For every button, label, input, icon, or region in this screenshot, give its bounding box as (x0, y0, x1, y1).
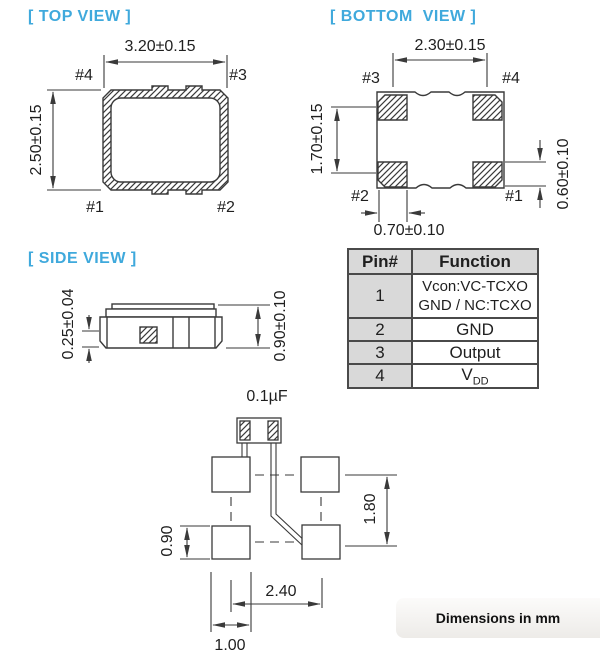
pin-number-cell: 3 (347, 340, 413, 365)
top-view-width-dimension: 3.20±0.15 (124, 38, 196, 55)
capacitor-value-label: 0.1µF (246, 388, 288, 405)
function-line-1: Vcon:VC-TCXO (422, 277, 528, 295)
top-view-pin2-label: #2 (217, 199, 235, 216)
bottom-view-pin3-label: #3 (362, 70, 380, 87)
side-view-plate (105, 308, 217, 318)
land-pad-top-right (300, 456, 340, 493)
top-view-height-dimension: 2.50±0.15 (28, 104, 45, 176)
vdd-main: V (461, 365, 473, 384)
function-cell: GND (411, 317, 539, 342)
pin-function-table: Pin# Function 1 Vcon:VC-TCXO GND / NC:TC… (347, 248, 539, 390)
table-row: 2 GND (347, 317, 539, 342)
pin-number-cell: 1 (347, 273, 413, 319)
top-view-drawing (47, 55, 229, 195)
bottom-view-height-dimension: 1.70±0.15 (309, 103, 326, 175)
side-view-title: [ SIDE VIEW ] (28, 250, 137, 267)
trace-to-pad1 (241, 443, 248, 458)
pad-pin2 (377, 161, 408, 188)
pin-number-header: Pin# (347, 248, 413, 275)
pad-pin1 (472, 161, 503, 188)
vdd-subscript: DD (472, 375, 489, 388)
land-pattern-drawing (180, 417, 397, 632)
capacitor-outline (236, 417, 282, 444)
side-view-height-dimension: 0.90±0.10 (272, 290, 289, 362)
bottom-view-drawing (331, 53, 546, 222)
function-cell: Output (411, 340, 539, 365)
side-view-lid (111, 303, 215, 310)
bottom-view-pin2-label: #2 (351, 188, 369, 205)
land-pad-bottom-right (301, 524, 341, 560)
pad-pin4 (472, 94, 503, 121)
land-pattern-row-pitch-dimension: 1.80 (362, 493, 379, 525)
table-row: 4 VDD (347, 362, 539, 390)
top-view-pin3-label: #3 (229, 67, 247, 84)
function-line-2: GND / NC:TCXO (418, 297, 532, 314)
side-view-body (99, 316, 223, 349)
land-pattern-centerlines (230, 474, 322, 543)
top-view-dimension-lines (47, 55, 228, 191)
bottom-view-pin1-label: #1 (505, 188, 523, 205)
bottom-view-width-dimension: 2.30±0.15 (414, 37, 486, 54)
top-view-title: [ TOP VIEW ] (28, 8, 132, 25)
capacitor-terminal-left (239, 420, 251, 441)
function-header: Function (411, 248, 539, 275)
land-pattern-col-pitch-dimension: 2.40 (265, 583, 297, 600)
side-view-crystal-hatch (139, 326, 158, 344)
trace-to-pad4 (270, 443, 308, 547)
bottom-view-pin4-label: #4 (502, 70, 520, 87)
function-cell: Vcon:VC-TCXO GND / NC:TCXO (411, 273, 539, 319)
function-cell: VDD (411, 362, 539, 390)
land-pad-top-left (211, 456, 251, 493)
bottom-view-package-outline (376, 91, 505, 189)
table-row: 3 Output (347, 340, 539, 365)
top-view-pin1-label: #1 (86, 199, 104, 216)
units-note-band: Dimensions in mm (396, 598, 600, 638)
bottom-view-pad-width-dimension: 0.70±0.10 (373, 222, 445, 239)
bottom-view-dimension-lines (331, 53, 546, 222)
land-pattern-pad-width-dimension: 1.00 (214, 637, 246, 654)
pin-number-cell: 4 (347, 362, 413, 390)
pad-pin3 (377, 94, 408, 121)
units-note: Dimensions in mm (435, 610, 561, 626)
bottom-view-pad-height-dimension: 0.60±0.10 (555, 138, 572, 210)
land-pattern-dimension-lines (180, 474, 397, 632)
land-pad-bottom-left (211, 525, 251, 560)
pin-number-cell: 2 (347, 317, 413, 342)
table-row: 1 Vcon:VC-TCXO GND / NC:TCXO (347, 273, 539, 319)
capacitor-terminal-right (267, 420, 279, 441)
side-view-dimension-lines (82, 304, 270, 363)
side-view-terminal-dimension: 0.25±0.04 (60, 288, 77, 360)
top-view-pin4-label: #4 (75, 67, 93, 84)
side-view-drawing (82, 303, 270, 363)
top-view-package-body (110, 97, 221, 183)
table-header-row: Pin# Function (347, 248, 539, 275)
bottom-view-title: [ BOTTOM VIEW ] (330, 8, 477, 25)
land-pattern-pad-height-dimension: 0.90 (159, 525, 176, 557)
